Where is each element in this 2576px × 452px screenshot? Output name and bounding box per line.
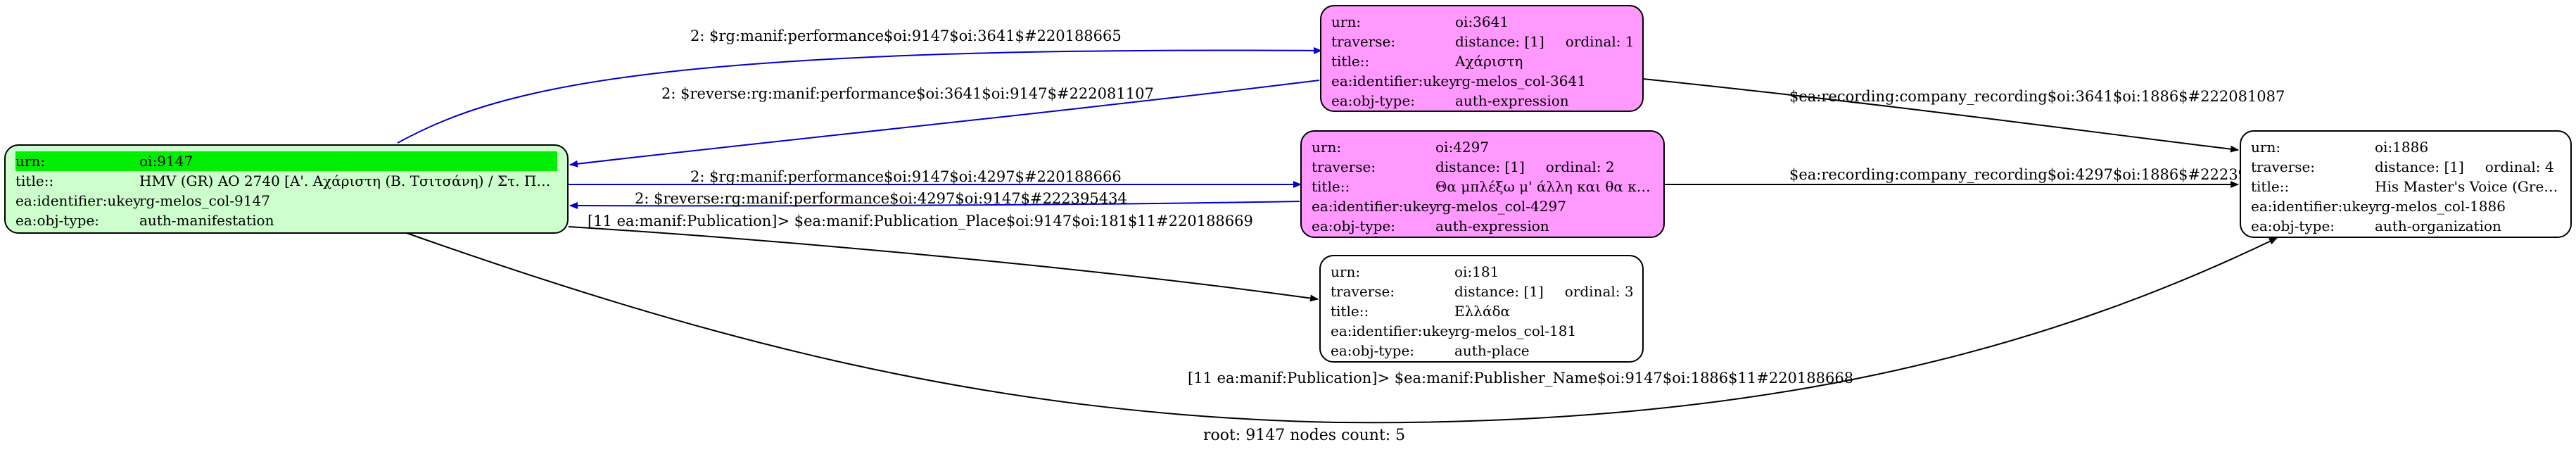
row-key: urn: (2251, 139, 2281, 156)
row-value: rg-melos_col-4297 (1435, 198, 1566, 215)
row-key: ea:identifier:ukey (15, 192, 141, 209)
node-row-traverse: traverse: distance: [1] ordinal: 1 (1331, 32, 1635, 51)
row-value: distance: [1] (1455, 33, 1544, 50)
row-key: ea:identifier:ukey (1331, 73, 1457, 89)
edge-label-performance-9147-3641: 2: $rg:manif:performance$oi:9147$oi:3641… (690, 27, 1122, 44)
row-key: ea:obj-type: (2251, 218, 2335, 234)
graph-footer-caption: root: 9147 nodes count: 5 (1203, 427, 1406, 444)
row-key: title:: (1331, 303, 1369, 320)
row-key: ea:obj-type: (1331, 92, 1416, 109)
row-key: urn: (1331, 13, 1362, 30)
node-row-urn: urn: oi:9147 (15, 151, 557, 171)
edge-publication-place-9147-181 (568, 226, 1319, 302)
edge-label-publisher-name-9147-1886: [11 ea:manif:Publication]> $ea:manif:Pub… (1188, 370, 1853, 387)
node-row-urn: urn: oi:4297 (1312, 137, 1654, 157)
node-row-objtype: ea:obj-type: auth-expression (1312, 216, 1654, 236)
row-value: Θα μπλέξω μ' άλλη και θα κλαις (1435, 178, 1654, 195)
row-value: distance: [1] (2375, 158, 2464, 175)
edge-label-company-recording-4297-1886: $ea:recording:company_recording$oi:4297$… (1789, 166, 2285, 183)
row-ordinal: ordinal: 1 (1565, 33, 1635, 50)
node-4297[interactable]: urn: oi:4297 traverse: distance: [1] ordina… (1300, 130, 1665, 238)
edge-reverse-performance-3641-9147 (569, 80, 1320, 168)
row-value: Αχάριστη (1455, 53, 1523, 70)
row-ordinal: ordinal: 3 (1564, 283, 1634, 300)
node-1886[interactable]: urn: oi:1886 traverse: distance: [1] ordina… (2240, 130, 2572, 238)
row-value: His Master's Voice (Greece) (2375, 178, 2561, 195)
edge-label-company-recording-3641-1886: $ea:recording:company_recording$oi:3641$… (1789, 88, 2285, 105)
edge-reverse-performance-4297-9147 (569, 201, 1300, 210)
row-key: urn: (15, 153, 46, 170)
node-row-objtype: ea:obj-type: auth-manifestation (15, 211, 557, 230)
row-key: urn: (1312, 139, 1342, 156)
row-value: rg-melos_col-9147 (139, 192, 270, 209)
row-value: oi:1886 (2375, 139, 2429, 156)
row-value: auth-organization (2375, 218, 2501, 234)
row-value: oi:4297 (1435, 139, 1490, 156)
row-key: traverse: (1312, 158, 1376, 175)
node-row-title: title::Ελλάδα (1331, 301, 1632, 321)
edge-company-recording-3641-1886 (1642, 78, 2239, 153)
row-key: ea:identifier:ukey (1312, 198, 1438, 215)
edge-performance-9147-3641 (397, 46, 1322, 144)
node-row-title: title:: HMV (GR) AO 2740 [Α'. Αχάριστη (… (15, 171, 557, 191)
row-value: HMV (GR) AO 2740 [Α'. Αχάριστη (Β. Τσιτσ… (139, 172, 557, 189)
node-row-urn: urn: oi:181 (1331, 262, 1632, 282)
row-key: ea:obj-type: (1331, 342, 1415, 359)
row-key: traverse: (2251, 158, 2316, 175)
node-row-title: title::His Master's Voice (Greece) (2251, 177, 2561, 196)
row-value: auth-manifestation (139, 212, 274, 229)
row-key: ea:identifier:ukey (1331, 322, 1457, 339)
row-value: auth-expression (1455, 92, 1569, 109)
row-ordinal: ordinal: 2 (1545, 158, 1615, 175)
row-value: rg-melos_col-3641 (1455, 73, 1586, 89)
row-key: traverse: (1331, 33, 1396, 50)
row-value: auth-place (1454, 342, 1530, 359)
row-value: oi:3641 (1455, 13, 1509, 30)
node-row-title: title::Αχάριστη (1331, 51, 1632, 71)
row-value: Ελλάδα (1454, 303, 1511, 320)
edge-publisher-name-9147-1886 (404, 232, 2278, 424)
row-key: title:: (1312, 178, 1350, 195)
edge-label-reverse-performance-3641-9147: 2: $reverse:rg:manif:performance$oi:3641… (661, 85, 1154, 102)
node-row-ukey: ea:identifier:ukey rg-melos_col-9147 (15, 191, 557, 211)
row-ordinal: ordinal: 4 (2485, 158, 2554, 175)
row-key: ea:identifier:ukey (2251, 198, 2377, 215)
row-key: title:: (1331, 53, 1370, 70)
row-value: oi:9147 (139, 153, 193, 170)
row-key: title:: (2251, 178, 2290, 195)
edge-label-performance-9147-4297: 2: $rg:manif:performance$oi:9147$oi:4297… (690, 168, 1122, 185)
row-value: distance: [1] (1454, 283, 1544, 300)
row-value: distance: [1] (1435, 158, 1525, 175)
node-row-traverse: traverse: distance: [1] ordinal: 4 (2251, 157, 2561, 177)
node-root-9147[interactable]: urn: oi:9147 title:: HMV (GR) AO 2740 [Α… (4, 144, 569, 234)
node-181[interactable]: urn: oi:181 traverse: distance: [1] ordinal… (1319, 255, 1644, 363)
row-key: title:: (15, 172, 54, 189)
node-row-traverse: traverse: distance: [1] ordinal: 2 (1312, 157, 1654, 177)
node-row-title: title::Θα μπλέξω μ' άλλη και θα κλαις (1312, 177, 1654, 196)
node-row-objtype: ea:obj-type: auth-place (1331, 341, 1632, 360)
row-value: rg-melos_col-181 (1454, 322, 1577, 339)
node-row-objtype: ea:obj-type: auth-organization (2251, 216, 2561, 236)
row-key: urn: (1331, 263, 1361, 280)
node-row-urn: urn: oi:1886 (2251, 137, 2561, 157)
row-key: traverse: (1331, 283, 1395, 300)
node-3641[interactable]: urn: oi:3641 traverse: distance: [1] ordina… (1320, 5, 1644, 112)
row-value: oi:181 (1454, 263, 1499, 280)
node-row-objtype: ea:obj-type: auth-expression (1331, 91, 1632, 111)
edge-label-reverse-performance-4297-9147: 2: $reverse:rg:manif:performance$oi:4297… (635, 190, 1127, 207)
node-row-urn: urn: oi:3641 (1331, 12, 1632, 32)
row-value: auth-expression (1435, 218, 1549, 234)
row-value: rg-melos_col-1886 (2375, 198, 2506, 215)
edge-label-publication-place-9147-181: [11 ea:manif:Publication]> $ea:manif:Pub… (588, 213, 1253, 230)
row-key: ea:obj-type: (1312, 218, 1396, 234)
node-row-traverse: traverse: distance: [1] ordinal: 3 (1331, 282, 1634, 301)
row-key: ea:obj-type: (15, 212, 100, 229)
